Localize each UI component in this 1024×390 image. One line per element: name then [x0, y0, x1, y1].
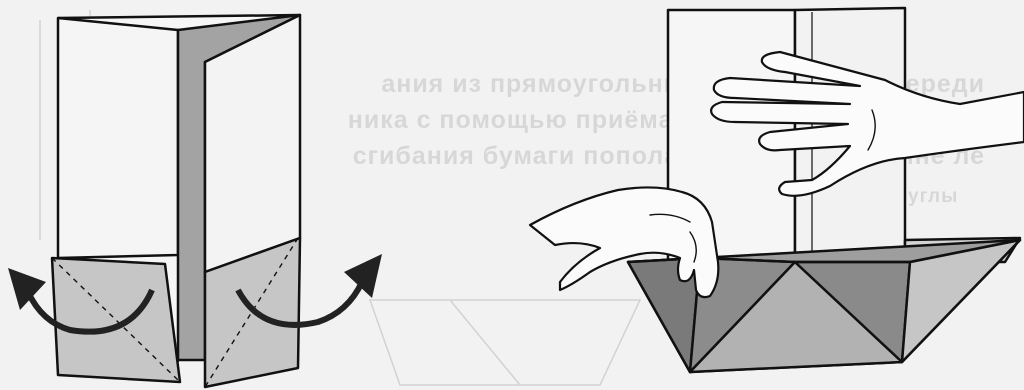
bleed-line-4: углы: [908, 186, 958, 207]
left-panel: [58, 18, 178, 258]
